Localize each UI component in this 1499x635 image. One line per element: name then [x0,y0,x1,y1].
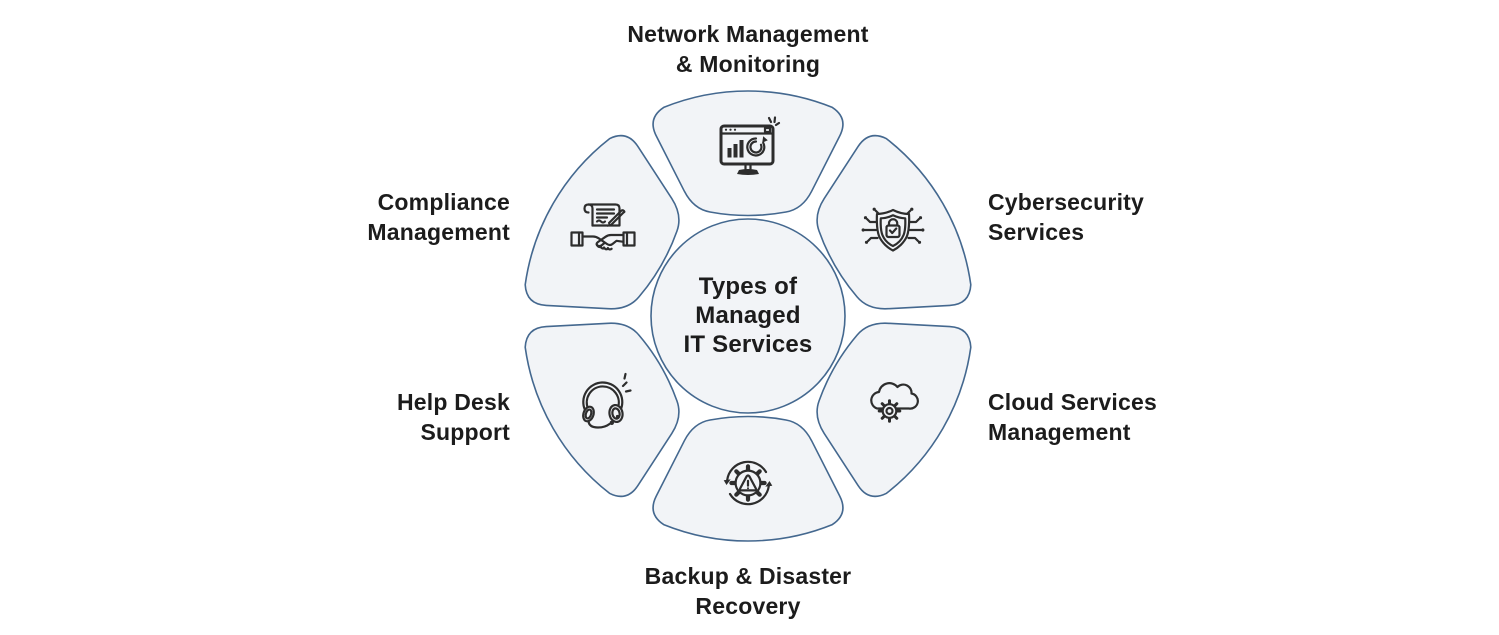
label-line: Cybersecurity [988,189,1145,215]
gear-icon [877,399,902,423]
sparkle-icon [621,372,632,393]
center-title-line: IT Services [683,331,813,358]
label-line: Network Management [627,21,869,47]
center-circle [650,218,846,414]
label-backup-disaster-recovery: Backup & Disaster Recovery [498,561,998,621]
shield-circuit-icon [861,207,925,252]
label-compliance-management: Compliance Management [210,187,510,247]
label-line: Backup & Disaster [644,563,852,589]
petal-network-management [652,90,844,217]
label-line: Management [988,419,1131,445]
gear-warning-recovery-icon [723,460,773,506]
center-title-line: Managed [695,302,801,329]
label-cybersecurity-services: Cybersecurity Services [988,187,1318,247]
warning-triangle-icon [738,474,758,492]
label-help-desk-support: Help Desk Support [210,387,510,447]
cloud-gear-icon [870,382,919,423]
circuit-lines-icon [861,207,925,244]
sparkle-icon [767,116,781,127]
label-line: Support [420,419,510,445]
label-network-management: Network Management & Monitoring [498,19,998,79]
pencil-icon [607,209,626,227]
center-title: Types of Managed IT Services [648,272,848,359]
label-line: Recovery [695,593,801,619]
center-title-line: Types of [698,273,798,300]
label-line: Services [988,219,1085,245]
label-line: Cloud Services [988,389,1157,415]
label-line: Compliance [377,189,510,215]
label-line: Management [367,219,510,245]
label-line: & Monitoring [675,51,821,77]
label-cloud-services-management: Cloud Services Management [988,387,1318,447]
handshake-icon [570,231,636,251]
monitor-analytics-icon [719,116,781,175]
flower-diagram [508,90,988,542]
label-line: Help Desk [396,389,510,415]
document-handshake-icon [570,203,636,251]
headset-icon [582,372,632,429]
